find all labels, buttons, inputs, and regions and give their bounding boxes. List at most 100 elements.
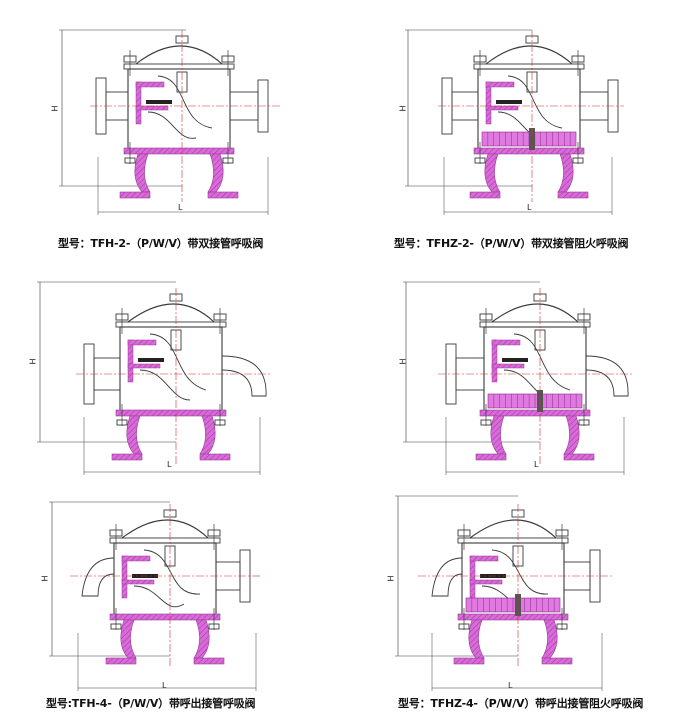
pallet-seat: [491, 363, 525, 369]
outlet-elbow: [81, 557, 115, 597]
valve-drawing: [59, 29, 280, 215]
bolt-nut: [110, 623, 122, 630]
chamber-wall: [485, 81, 515, 88]
chamber-wall: [135, 81, 142, 125]
support-leg: [490, 415, 507, 455]
chamber-wall: [469, 555, 499, 562]
pallet-disc: [146, 100, 172, 104]
bolt-nut: [480, 419, 492, 426]
bolt-nut: [124, 157, 136, 164]
pallet-seat: [121, 579, 155, 585]
cover-flange: [457, 537, 569, 544]
drawing-panel-tfhz-4: H L 型号：TFHZ-4-（P/W/V）带呼出接管阻火呼吸阀: [342, 488, 683, 718]
outlet-elbow: [221, 355, 267, 397]
base-flange: [105, 657, 137, 665]
chamber-wall: [491, 339, 521, 346]
drawing-panel-tfh-4: H L 型号:TFH-4-（P/W/V）带呼出接管呼吸阀: [0, 488, 340, 718]
support-leg: [484, 153, 501, 193]
cover-flange: [123, 63, 235, 70]
dome-cover: [485, 45, 573, 65]
width-dimension-label: L: [534, 460, 539, 469]
height-dimension-label: H: [40, 575, 50, 582]
support-leg: [541, 619, 558, 659]
pallet-disc: [496, 100, 522, 104]
separator-curve: [147, 111, 197, 139]
lower-flange: [115, 409, 227, 417]
chamber-wall: [121, 555, 151, 562]
bolt-nut: [208, 623, 220, 630]
separator-curve: [157, 75, 213, 129]
bolt-nut: [222, 157, 234, 164]
separator-curve: [491, 549, 549, 595]
base-flange: [469, 191, 501, 199]
chamber-wall: [485, 81, 492, 125]
cover-flange: [115, 321, 227, 328]
valve-drawing: [405, 29, 624, 215]
bolt-nut: [474, 157, 486, 164]
chamber-wall: [491, 339, 498, 383]
support-leg: [199, 415, 216, 455]
cover-flange: [473, 63, 585, 70]
drawing-panel-elbow-right-arrester: H L: [342, 262, 683, 484]
chamber-wall: [127, 339, 157, 346]
height-dimension-label: H: [386, 575, 396, 582]
height-dimension-label: H: [50, 105, 60, 112]
lower-flange: [457, 613, 569, 621]
drawing-panel-elbow-right: H L: [0, 262, 340, 484]
lower-flange: [123, 147, 235, 155]
chamber-wall: [135, 81, 165, 88]
base-flange: [199, 453, 231, 461]
bolt-nut: [556, 623, 568, 630]
support-leg: [563, 415, 580, 455]
pallet-disc: [138, 358, 164, 362]
separator-curve: [507, 75, 563, 129]
support-leg: [557, 153, 574, 193]
width-dimension-label: L: [167, 460, 172, 469]
bolt-nut: [458, 623, 470, 630]
pallet-disc: [502, 358, 528, 362]
cover-flange: [109, 537, 221, 544]
width-dimension-label: L: [527, 203, 532, 212]
bolt-nut: [578, 419, 590, 426]
valve-drawing: [49, 501, 262, 691]
dome-cover: [135, 45, 223, 65]
width-dimension-label: L: [508, 681, 513, 690]
base-flange: [193, 657, 225, 665]
base-flange: [563, 453, 595, 461]
valve-drawing: [37, 281, 270, 475]
separator-curve: [513, 333, 571, 391]
bolt-nut: [572, 157, 584, 164]
chamber-wall: [127, 339, 134, 383]
support-leg: [134, 153, 151, 193]
chamber-wall: [469, 555, 476, 599]
height-dimension-label: H: [398, 105, 408, 112]
base-flange: [475, 453, 507, 461]
bolt-nut: [214, 419, 226, 426]
lower-flange: [109, 613, 221, 621]
cover-flange: [479, 321, 591, 328]
separator-curve: [143, 549, 201, 595]
separator-curve: [133, 585, 185, 608]
model-caption: 型号：TFHZ-2-（P/W/V）带双接管阻火呼吸阀: [394, 237, 629, 250]
height-dimension-label: H: [28, 358, 38, 365]
dome-cover: [121, 519, 209, 539]
separator-curve: [149, 333, 207, 391]
support-leg: [120, 619, 137, 659]
bolt-nut: [116, 419, 128, 426]
separator-curve: [139, 369, 191, 401]
base-flange: [453, 657, 485, 665]
height-dimension-label: H: [398, 358, 408, 365]
width-dimension-label: L: [162, 681, 167, 690]
pallet-seat: [485, 105, 519, 111]
model-caption: 型号：TFH-2-（P/W/V）带双接管呼吸阀: [58, 237, 264, 250]
outlet-elbow: [431, 557, 463, 597]
base-flange: [119, 191, 151, 199]
valve-drawing: [403, 281, 634, 475]
dome-cover: [469, 519, 557, 539]
base-flange: [557, 191, 589, 199]
drawing-panel-tfhz-2: H L 型号：TFHZ-2-（P/W/V）带双接管阻火呼吸阀: [342, 0, 683, 250]
pallet-seat: [469, 579, 503, 585]
width-dimension-label: L: [178, 203, 183, 212]
lower-flange: [479, 409, 591, 417]
model-caption: 型号：TFHZ-4-（P/W/V）带呼出接管阻火呼吸阀: [398, 697, 644, 710]
